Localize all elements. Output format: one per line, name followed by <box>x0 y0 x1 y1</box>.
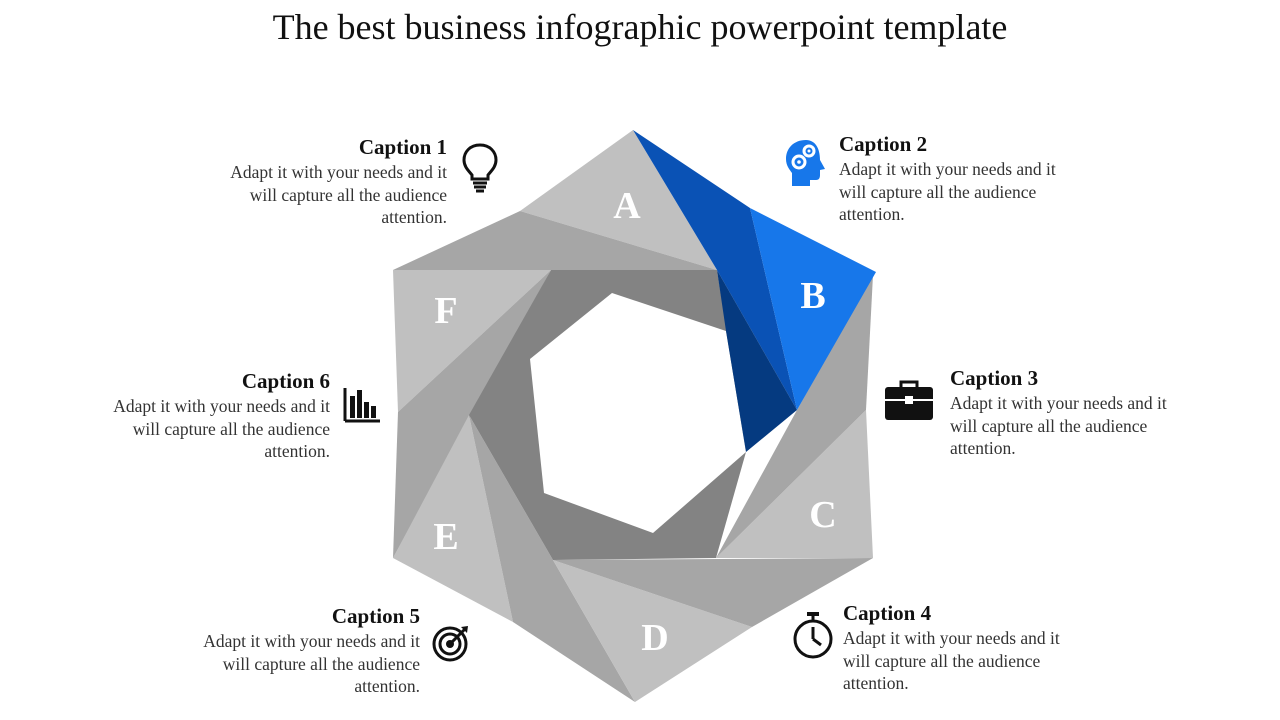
segment-f-outer <box>393 270 551 412</box>
caption-2-text: Adapt it with your needs and it will cap… <box>839 159 1056 224</box>
stopwatch-icon <box>793 612 833 659</box>
page-title: The best business infographic powerpoint… <box>272 7 1008 47</box>
caption-1-heading: Caption 1 <box>358 135 447 159</box>
inner-hole <box>530 293 746 533</box>
segment-a-outer <box>520 130 717 270</box>
caption-5-text: Adapt it with your needs and it will cap… <box>203 631 420 696</box>
caption-3: Caption 3 Adapt it with your needs and i… <box>950 365 1200 460</box>
caption-6-text: Adapt it with your needs and it will cap… <box>113 396 330 461</box>
caption-6: Caption 6 Adapt it with your needs and i… <box>80 368 330 463</box>
caption-5-heading: Caption 5 <box>331 604 420 628</box>
caption-5: Caption 5 Adapt it with your needs and i… <box>170 603 420 698</box>
caption-4-text: Adapt it with your needs and it will cap… <box>843 628 1060 693</box>
segment-a-band <box>393 211 717 270</box>
caption-2: Caption 2 Adapt it with your needs and i… <box>839 131 1089 226</box>
caption-6-heading: Caption 6 <box>241 369 330 393</box>
segment-d-band <box>553 558 873 627</box>
caption-1: Caption 1 Adapt it with your needs and i… <box>197 134 447 229</box>
briefcase-icon <box>885 380 933 420</box>
segment-d-outer <box>553 560 752 702</box>
segment-e-band <box>469 415 635 702</box>
caption-3-heading: Caption 3 <box>950 366 1039 390</box>
target-icon <box>432 626 468 662</box>
head-gears-icon <box>786 140 825 186</box>
caption-2-heading: Caption 2 <box>839 132 928 156</box>
segment-letter-d: D <box>641 617 668 659</box>
segment-letter-b: B <box>800 275 825 317</box>
segment-letter-a: A <box>613 185 641 227</box>
segment-letter-f: F <box>434 290 457 332</box>
segment-letter-e: E <box>433 516 458 558</box>
bar-chart-icon <box>343 388 380 423</box>
caption-4-heading: Caption 4 <box>843 601 932 625</box>
caption-4: Caption 4 Adapt it with your needs and i… <box>843 600 1093 695</box>
segment-b-band <box>633 130 797 410</box>
segment-b-outer <box>750 208 876 410</box>
segment-e-outer <box>393 415 513 622</box>
caption-3-text: Adapt it with your needs and it will cap… <box>950 393 1167 458</box>
segment-c-outer <box>716 410 873 558</box>
caption-1-text: Adapt it with your needs and it will cap… <box>230 162 447 227</box>
segment-b-inner <box>717 270 797 452</box>
lightbulb-icon <box>462 143 498 193</box>
segment-letter-c: C <box>809 494 836 536</box>
